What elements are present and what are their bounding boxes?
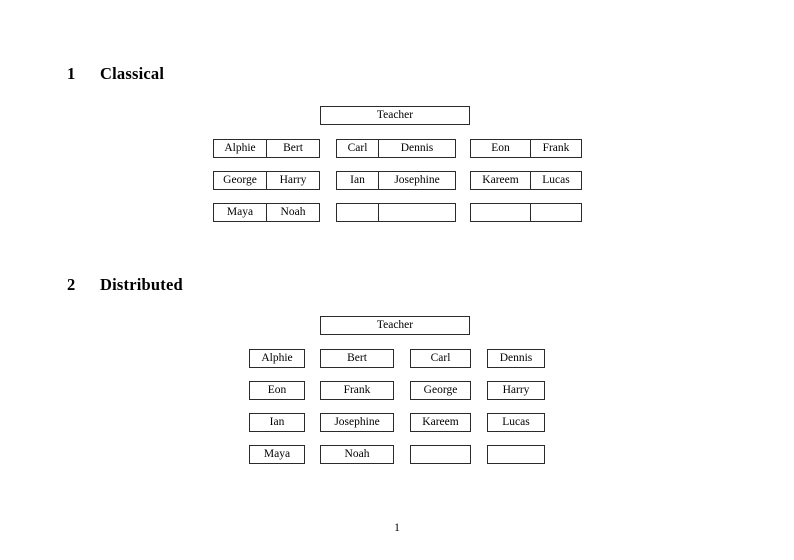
table-row: Maya Noah (213, 203, 320, 222)
student-cell-empty (379, 204, 455, 221)
student-box: Lucas (487, 413, 545, 432)
student-cell: Lucas (542, 174, 570, 186)
student-box: Maya (249, 445, 305, 464)
student-box: Frank (320, 381, 394, 400)
table-row: George Harry (213, 171, 320, 190)
student-box: Carl (410, 349, 471, 368)
student-box: Dennis (487, 349, 545, 368)
student-box: Kareem (410, 413, 471, 432)
student-box: Harry (487, 381, 545, 400)
student-cell: Dennis (400, 142, 434, 154)
student-box: Alphie (249, 349, 305, 368)
student-box: Noah (320, 445, 394, 464)
section-number: 1 (67, 64, 76, 83)
student-box: George (410, 381, 471, 400)
student-box: Eon (249, 381, 305, 400)
section-title: Distributed (100, 275, 183, 294)
student-cell: Alphie (214, 140, 267, 157)
table-row: Carl Dennis (336, 139, 456, 158)
table-row: Kareem Lucas (470, 171, 582, 190)
student-cell: Harry (279, 174, 307, 186)
student-cell-empty (337, 204, 379, 221)
student-box: Bert (320, 349, 394, 368)
section-heading-classical: 1 Classical (67, 64, 164, 84)
student-cell: Eon (471, 140, 531, 157)
table-row (336, 203, 456, 222)
student-cell: Kareem (471, 172, 531, 189)
student-cell: Ian (337, 172, 379, 189)
student-box-empty (410, 445, 471, 464)
student-cell: Josephine (394, 174, 440, 186)
student-cell: Maya (214, 204, 267, 221)
student-cell: Noah (280, 206, 306, 218)
table-row (470, 203, 582, 222)
table-row: Eon Frank (470, 139, 582, 158)
teacher-box-distributed: Teacher (320, 316, 470, 335)
student-cell: Bert (283, 142, 303, 154)
student-box-empty (487, 445, 545, 464)
table-row: Alphie Bert (213, 139, 320, 158)
student-box: Ian (249, 413, 305, 432)
student-box: Josephine (320, 413, 394, 432)
student-cell: Carl (337, 140, 379, 157)
teacher-box-classical: Teacher (320, 106, 470, 125)
student-cell: Frank (542, 142, 570, 154)
page-number: 1 (394, 522, 400, 534)
section-heading-distributed: 2 Distributed (67, 275, 183, 295)
student-cell-empty (471, 204, 531, 221)
table-row: Ian Josephine (336, 171, 456, 190)
section-title: Classical (100, 64, 165, 83)
student-cell-empty (531, 204, 581, 221)
section-number: 2 (67, 275, 76, 294)
student-cell: George (214, 172, 267, 189)
